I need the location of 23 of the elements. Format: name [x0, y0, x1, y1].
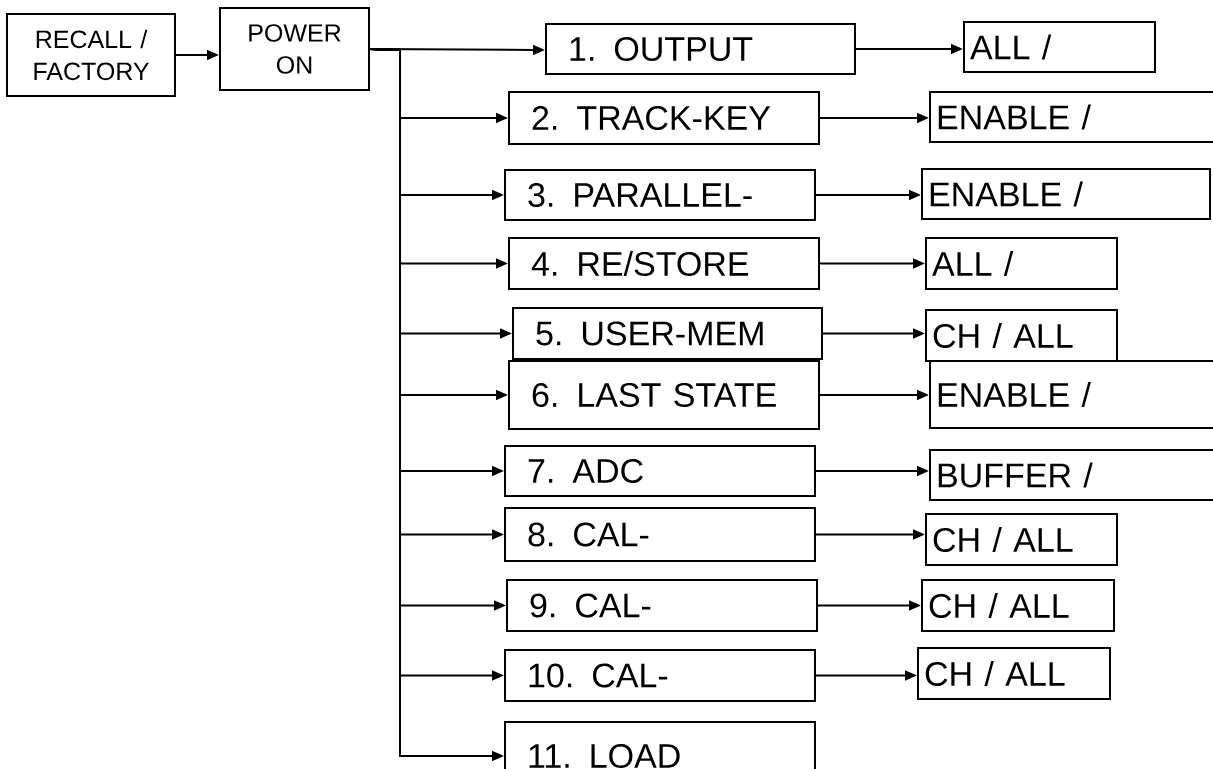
- menu-item-box: 9. CAL-: [506, 579, 818, 632]
- option-box: ENABLE /: [921, 168, 1211, 220]
- step-box: RECALL / FACTORY: [6, 13, 176, 97]
- menu-item-box: 4. RE/STORE: [508, 237, 820, 290]
- menu-item-box: 10. CAL-: [504, 649, 816, 702]
- menu-item-box: 8. CAL-: [504, 507, 816, 562]
- menu-item-box: 5. USER-MEM: [512, 307, 823, 360]
- option-box: ENABLE /: [929, 360, 1213, 429]
- option-box: ALL /: [963, 21, 1156, 73]
- option-box: ENABLE /: [929, 91, 1213, 143]
- step-box: POWER ON: [219, 7, 370, 91]
- option-box: CH / ALL: [925, 309, 1118, 362]
- menu-item-box: 3. PARALLEL-: [504, 169, 816, 221]
- option-box: CH / ALL: [921, 579, 1115, 632]
- menu-item-box: 2. TRACK-KEY: [508, 91, 820, 145]
- menu-item-box: 7. ADC: [504, 445, 816, 497]
- option-box: CH / ALL: [925, 513, 1118, 566]
- option-box: CH / ALL: [917, 647, 1111, 700]
- menu-item-box: 6. LAST STATE: [508, 360, 820, 430]
- menu-item-box: 1. OUTPUT: [545, 23, 856, 75]
- option-box: ALL /: [925, 237, 1118, 290]
- menu-item-box: 11. LOAD: [504, 721, 816, 769]
- option-box: BUFFER /: [929, 449, 1213, 501]
